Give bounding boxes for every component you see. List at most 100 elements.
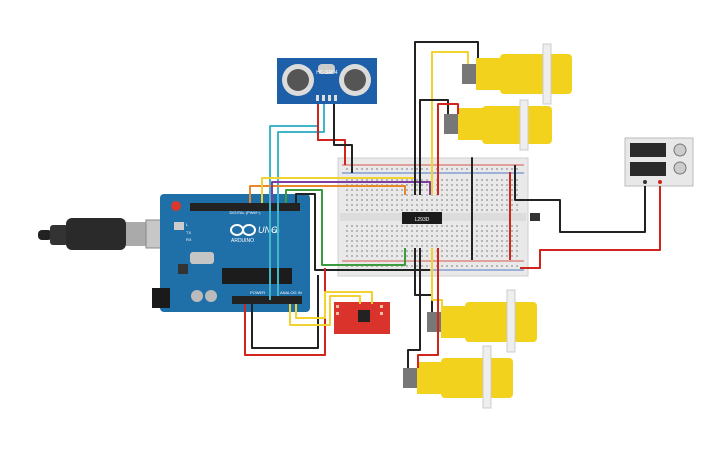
- breadboard-hole: [406, 199, 408, 201]
- breadboard-hole: [491, 209, 493, 211]
- breadboard-hole: [456, 250, 458, 252]
- breadboard-hole: [421, 184, 423, 186]
- breadboard-hole: [411, 250, 413, 252]
- breadboard-hole: [466, 179, 468, 181]
- breadboard-hole: [401, 250, 403, 252]
- breadboard-hole: [356, 199, 358, 201]
- breadboard-hole: [391, 209, 393, 211]
- breadboard-hole: [491, 184, 493, 186]
- motor-bottom-2: [403, 345, 513, 409]
- breadboard-hole: [411, 199, 413, 201]
- breadboard-hole: [506, 265, 508, 267]
- breadboard-hole: [396, 230, 398, 232]
- breadboard-hole: [506, 245, 508, 247]
- breadboard-hole: [366, 199, 368, 201]
- breadboard-hole: [406, 194, 408, 196]
- breadboard-hole: [406, 189, 408, 191]
- breadboard-hole: [516, 168, 518, 170]
- breadboard-hole: [481, 209, 483, 211]
- motor-top-1: [462, 43, 572, 105]
- breadboard-hole: [476, 168, 478, 170]
- breadboard-hole: [461, 235, 463, 237]
- breadboard-hole: [421, 225, 423, 227]
- breadboard-hole: [376, 250, 378, 252]
- slide-switch[interactable]: [530, 213, 540, 221]
- breadboard-hole: [431, 204, 433, 206]
- breadboard-hole: [511, 189, 513, 191]
- breadboard-hole: [481, 199, 483, 201]
- breadboard-hole: [416, 235, 418, 237]
- breadboard-hole: [381, 240, 383, 242]
- breadboard-hole: [501, 168, 503, 170]
- wire-motor4-a: [407, 248, 421, 368]
- breadboard-hole: [516, 189, 518, 191]
- breadboard-hole: [446, 250, 448, 252]
- breadboard-hole: [466, 194, 468, 196]
- breadboard-hole: [456, 255, 458, 257]
- breadboard-hole: [421, 204, 423, 206]
- breadboard-hole: [371, 199, 373, 201]
- reset-button[interactable]: [171, 201, 181, 211]
- breadboard-hole: [366, 209, 368, 211]
- breadboard-hole: [346, 209, 348, 211]
- breadboard-hole: [411, 230, 413, 232]
- breadboard-hole: [441, 240, 443, 242]
- current-knob[interactable]: [673, 161, 687, 175]
- wire-motor1-a: [414, 41, 479, 195]
- breadboard-hole: [376, 230, 378, 232]
- voltage-knob[interactable]: [673, 143, 687, 157]
- breadboard-hole: [436, 199, 438, 201]
- breadboard-hole: [351, 245, 353, 247]
- breadboard-hole: [351, 230, 353, 232]
- breadboard-hole: [351, 225, 353, 227]
- breadboard-hole: [346, 179, 348, 181]
- wire-motor4-b: [417, 248, 439, 368]
- breadboard-hole: [391, 230, 393, 232]
- breadboard-hole: [416, 209, 418, 211]
- breadboard-hole: [451, 265, 453, 267]
- breadboard-hole: [436, 225, 438, 227]
- breadboard-hole: [351, 209, 353, 211]
- breadboard-hole: [451, 209, 453, 211]
- breadboard-hole: [511, 179, 513, 181]
- breadboard-hole: [421, 194, 423, 196]
- breadboard-hole: [361, 209, 363, 211]
- breadboard-hole: [456, 235, 458, 237]
- breadboard-hole: [406, 204, 408, 206]
- breadboard-hole: [461, 194, 463, 196]
- arduino-board: DIGITAL (PWM~) L TX RX ARDUINO UNO ON PO…: [152, 194, 310, 312]
- breadboard-hole: [361, 204, 363, 206]
- breadboard-hole: [421, 240, 423, 242]
- breadboard-hole: [426, 225, 428, 227]
- breadboard-hole: [506, 250, 508, 252]
- breadboard-hole: [511, 250, 513, 252]
- breadboard-hole: [381, 209, 383, 211]
- breadboard-hole: [401, 255, 403, 257]
- breadboard-hole: [516, 225, 518, 227]
- breadboard-hole: [506, 194, 508, 196]
- power-supply: [624, 137, 694, 187]
- breadboard-hole: [376, 209, 378, 211]
- breadboard-hole: [456, 265, 458, 267]
- breadboard-hole: [376, 225, 378, 227]
- breadboard-hole: [511, 265, 513, 267]
- breadboard-hole: [446, 199, 448, 201]
- breadboard-hole: [501, 250, 503, 252]
- breadboard-hole: [431, 199, 433, 201]
- breadboard-hole: [516, 184, 518, 186]
- breadboard-hole: [466, 184, 468, 186]
- breadboard-hole: [461, 199, 463, 201]
- breadboard-hole: [506, 199, 508, 201]
- breadboard-hole: [361, 194, 363, 196]
- breadboard-hole: [481, 230, 483, 232]
- breadboard-hole: [441, 209, 443, 211]
- breadboard-hole: [456, 199, 458, 201]
- sensor-label: HC-SR04: [316, 70, 338, 76]
- breadboard-hole: [441, 230, 443, 232]
- breadboard-hole: [396, 245, 398, 247]
- digital-header-label: DIGITAL (PWM~): [230, 210, 262, 215]
- breadboard-hole: [466, 209, 468, 211]
- breadboard-hole: [421, 265, 423, 267]
- breadboard-hole: [431, 230, 433, 232]
- breadboard-hole: [486, 209, 488, 211]
